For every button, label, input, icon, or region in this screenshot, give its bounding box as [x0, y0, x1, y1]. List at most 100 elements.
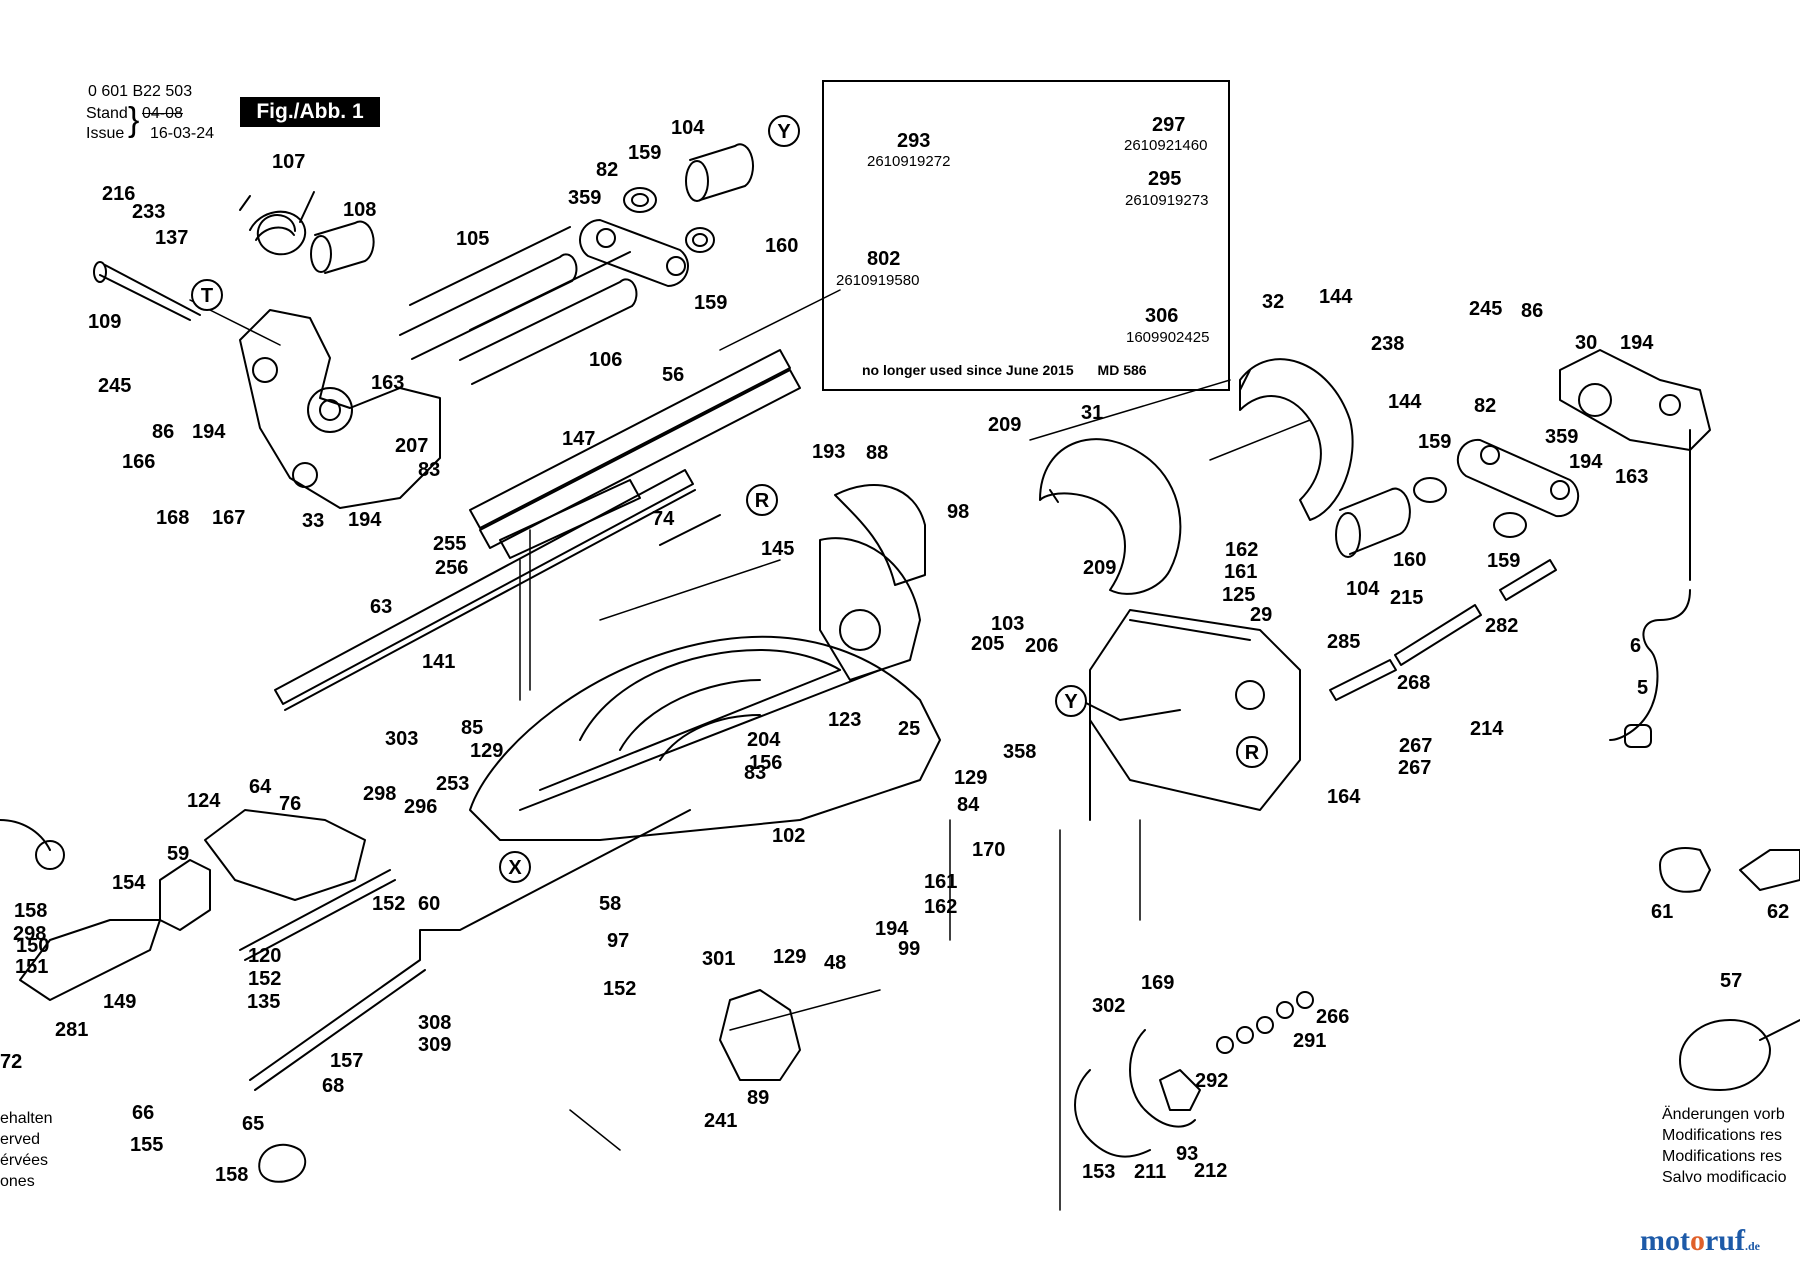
part-number-label: 266	[1316, 1006, 1349, 1028]
part-number-label: 135	[247, 991, 280, 1013]
part-number-label: 104	[1346, 578, 1380, 600]
part-number-label: 298	[363, 783, 396, 805]
part-number-label: 216	[102, 183, 135, 205]
part-number-label: 167	[212, 507, 245, 529]
inset-note-text: no longer used since June 2015	[862, 362, 1074, 378]
part-number-label: 212	[1194, 1160, 1227, 1182]
inset-part-number: 295	[1148, 168, 1181, 190]
part-number-label: 98	[947, 501, 969, 523]
part-number-label: 58	[599, 893, 621, 915]
part-number-label: 61	[1651, 901, 1673, 923]
part-number-label: 161	[1224, 561, 1257, 583]
inset-part-code: 2610921460	[1124, 137, 1207, 154]
part-number-label: 292	[1195, 1070, 1228, 1092]
part-number-label: 157	[330, 1050, 363, 1072]
disclaimer-left-line: erved	[0, 1131, 41, 1148]
part-number-label: 159	[1487, 550, 1520, 572]
part-number-label: 84	[957, 794, 980, 816]
reference-marker-circle	[191, 279, 223, 311]
torsion-spring-drawing	[239, 191, 315, 256]
part-number-label: 162	[1225, 539, 1258, 561]
part-number-label: 82	[596, 159, 618, 181]
grip-drawing	[1239, 358, 1354, 521]
disclaimer-right-line: Änderungen vorb	[1662, 1106, 1785, 1123]
part-number-label: 86	[1521, 300, 1543, 322]
part-number-label: 359	[1545, 426, 1578, 448]
part-number-label: 245	[98, 375, 131, 397]
part-number-label: 63	[370, 596, 392, 618]
reference-marker-letter: T	[201, 285, 213, 307]
part-number-label: 152	[248, 968, 281, 990]
part-number-label: 209	[1083, 557, 1116, 579]
part-number-label: 86	[152, 421, 174, 443]
part-number-label: 255	[433, 533, 466, 555]
reference-marker-letter: Y	[1064, 691, 1078, 713]
part-number-label: 359	[568, 187, 601, 209]
base-rail-drawing	[274, 469, 721, 711]
part-number-label: 159	[694, 292, 727, 314]
inset-box	[822, 80, 1230, 391]
part-number-label: 66	[132, 1102, 154, 1124]
disclaimer-right-line: Salvo modificacio	[1662, 1169, 1787, 1186]
part-number-label: 153	[1082, 1161, 1115, 1183]
inset-part-number: 306	[1145, 305, 1178, 327]
part-number-label: 103	[991, 613, 1024, 635]
part-number-label: 205	[971, 633, 1004, 655]
part-number-label: 302	[1092, 995, 1125, 1017]
disclaimer-right: Änderungen vorb Modifications res Modifi…	[1662, 1104, 1800, 1188]
part-number-label: 206	[1025, 635, 1058, 657]
part-number-label: 88	[866, 442, 888, 464]
part-number-label: 291	[1293, 1030, 1326, 1052]
part-number-label: 152	[372, 893, 405, 915]
motoruf-logo: motoruf.de	[1640, 1224, 1760, 1258]
part-number-label: 160	[765, 235, 798, 257]
bevel-parts-drawing	[719, 989, 1314, 1158]
reference-marker-circle	[1236, 736, 1268, 768]
reference-marker-letter: Y	[777, 121, 791, 143]
part-number-label: 29	[1250, 604, 1272, 626]
stand-date: 04-08	[142, 105, 183, 122]
part-number-label: 83	[418, 459, 440, 481]
disclaimer-right-line: Modifications res	[1662, 1127, 1783, 1144]
part-number-label: 85	[461, 717, 483, 739]
part-number-label: 282	[1485, 615, 1518, 637]
inset-part-code: 2610919273	[1125, 192, 1208, 209]
part-number-label: 194	[348, 509, 382, 531]
long-rod-drawing	[249, 809, 691, 1091]
guide-tube-drawings	[399, 226, 638, 385]
issue-date: 16-03-24	[150, 125, 215, 142]
part-number-label: 194	[875, 918, 909, 940]
part-number-label: 169	[1141, 972, 1174, 994]
part-number-label: 144	[1388, 391, 1422, 413]
reference-marker-circle	[746, 484, 778, 516]
part-number-label: 194	[1569, 451, 1603, 473]
leader-lines	[189, 289, 1311, 1211]
part-number-label: 155	[130, 1134, 163, 1156]
part-number-label: 163	[371, 372, 404, 394]
inset-part-code: 2610919272	[867, 153, 950, 170]
part-number-label: 241	[704, 1110, 737, 1132]
reference-marker-letter: X	[508, 857, 522, 879]
inset-part-number: 802	[867, 248, 900, 270]
part-number-label: 164	[1327, 786, 1361, 808]
part-number-label: 194	[192, 421, 226, 443]
disclaimer-left-line: ehalten	[0, 1110, 53, 1127]
logo-part-2: o	[1689, 1224, 1705, 1257]
part-number-label: 65	[242, 1113, 264, 1135]
logo-suffix: .de	[1744, 1239, 1760, 1253]
motor-housing-drawing	[1079, 609, 1301, 821]
reference-marker-circle	[1055, 685, 1087, 717]
part-number-label: 156	[749, 752, 782, 774]
part-number-label: 125	[1222, 584, 1255, 606]
part-number-label: 158	[14, 900, 47, 922]
part-number-label: 93	[1176, 1143, 1198, 1165]
part-number-label: 238	[1371, 333, 1404, 355]
part-number-label: 268	[1397, 672, 1430, 694]
part-number-label: 83	[744, 762, 766, 784]
part-number-label: 159	[628, 142, 661, 164]
part-number-label: 152	[603, 978, 636, 1000]
part-number-label: 214	[1470, 718, 1504, 740]
part-number-label: 74	[652, 508, 675, 530]
